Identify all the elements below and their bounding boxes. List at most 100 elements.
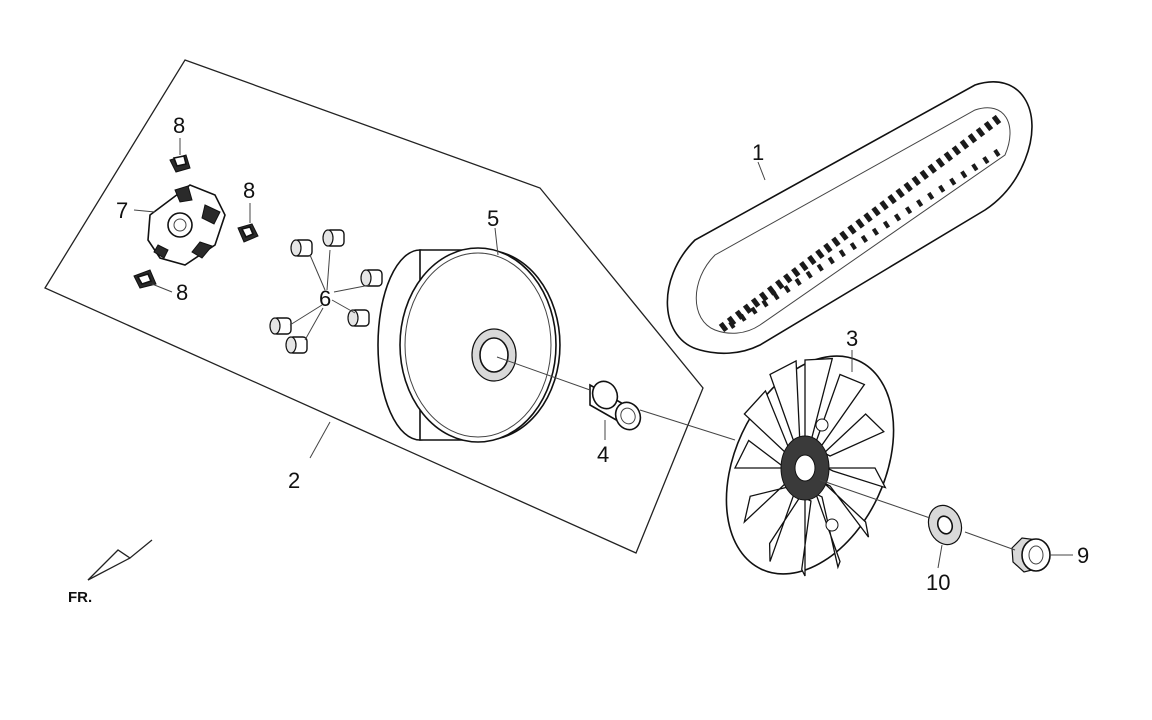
front-label: FR. [68, 589, 92, 606]
belt-tooth [860, 234, 868, 243]
belt-tooth [726, 315, 737, 327]
leader-lines [133, 138, 1073, 569]
belt-tooth [815, 248, 825, 260]
roller-end [285, 336, 297, 354]
callout-6: 6 [319, 286, 331, 311]
weight-roller[interactable] [347, 309, 370, 327]
belt-tooth [879, 200, 889, 211]
callout-9: 9 [1077, 543, 1089, 568]
belt-tooth [949, 177, 957, 186]
belt-tooth [839, 230, 849, 241]
belt-tooth [895, 187, 905, 199]
belt-tooth [911, 175, 921, 186]
drive-belt[interactable] [666, 81, 1033, 355]
belt-tooth [742, 303, 753, 314]
collar[interactable] [588, 377, 645, 434]
belt-tooth [871, 227, 880, 236]
weight-roller[interactable] [285, 336, 308, 354]
belt-tooth [849, 242, 857, 251]
belt-tooth [823, 242, 833, 253]
belt-tooth [916, 199, 924, 208]
belt-tooth [827, 256, 835, 265]
belt-tooth [919, 169, 929, 180]
belt-tooth [904, 206, 913, 215]
belt-tooth [718, 321, 729, 333]
belt-tooth [791, 267, 801, 278]
slide-piece-right[interactable] [237, 223, 259, 243]
belt-tooth [775, 279, 785, 290]
belt-tooth [975, 127, 986, 138]
roller-end [269, 317, 281, 335]
belt-tooth [951, 145, 962, 156]
roller-end [290, 239, 302, 257]
belt-tooth [983, 120, 994, 132]
fan-bore [794, 454, 816, 482]
fan-blade [826, 467, 887, 489]
washer[interactable] [923, 501, 967, 550]
weight-rollers[interactable] [269, 229, 383, 354]
belt-tooth [783, 285, 791, 294]
belt-tooth [783, 273, 793, 284]
roller-end [347, 309, 359, 327]
callout-10: 10 [926, 570, 950, 595]
belt-tooth [761, 299, 769, 308]
flange-nut[interactable] [1011, 537, 1051, 573]
weight-roller[interactable] [322, 229, 345, 247]
belt-tooth [805, 270, 813, 279]
weight-roller[interactable] [290, 239, 313, 257]
belt-tooth [903, 181, 913, 193]
assembly-outline [44, 59, 704, 554]
belt-tooth [887, 194, 897, 205]
belt-tooth [971, 163, 979, 172]
belt-tooth [893, 213, 902, 222]
front-indicator: FR. [68, 539, 153, 606]
belt-tooth [935, 157, 946, 168]
belt-tooth [855, 218, 865, 229]
fan-blade [814, 492, 841, 570]
callout-7: 7 [116, 198, 128, 223]
ramp-plate[interactable] [147, 184, 226, 266]
belt-tooth [847, 224, 857, 235]
weight-roller[interactable] [269, 317, 292, 335]
belt-tooth [750, 297, 761, 308]
belt-tooth [871, 206, 881, 217]
belt-tooth [739, 313, 747, 322]
belt-tooth [943, 151, 954, 162]
slide-piece-top[interactable] [169, 154, 191, 173]
callout-1: 1 [752, 140, 764, 165]
belt-tooth [758, 291, 769, 302]
belt-tooth [927, 191, 935, 200]
belt-tooth [993, 148, 1001, 157]
belt-tooth [960, 170, 968, 179]
belt-tooth [863, 212, 873, 223]
belt-tooth [991, 114, 1002, 126]
roller-end [360, 269, 372, 287]
callout-8-bottom: 8 [176, 280, 188, 305]
belt-tooth [799, 261, 809, 272]
belt-tooth [794, 277, 802, 286]
fan-blade [823, 482, 870, 538]
belt-tooth [766, 285, 777, 296]
center-lines [496, 356, 1016, 551]
callout-8-top: 8 [173, 113, 185, 138]
weight-roller[interactable] [360, 269, 383, 287]
belt-tooth [882, 220, 891, 229]
belt-tooth [772, 292, 780, 301]
fan-boss [815, 418, 829, 432]
slide-piece-bottom[interactable] [133, 269, 157, 289]
callout-8-right: 8 [243, 178, 255, 203]
fan-blade [822, 413, 885, 457]
movable-drive-face[interactable] [377, 247, 561, 443]
belt-tooth [927, 163, 937, 174]
belt-tooth [816, 263, 824, 272]
belt-tooth [728, 320, 736, 329]
belt-tooth [938, 184, 946, 193]
belt-tooth [967, 133, 978, 144]
callout-4: 4 [597, 442, 609, 467]
drive-face-fan[interactable] [693, 329, 926, 601]
callout-5: 5 [487, 206, 499, 231]
belt-tooth [982, 156, 990, 165]
callout-3: 3 [846, 326, 858, 351]
roller-end [322, 229, 334, 247]
